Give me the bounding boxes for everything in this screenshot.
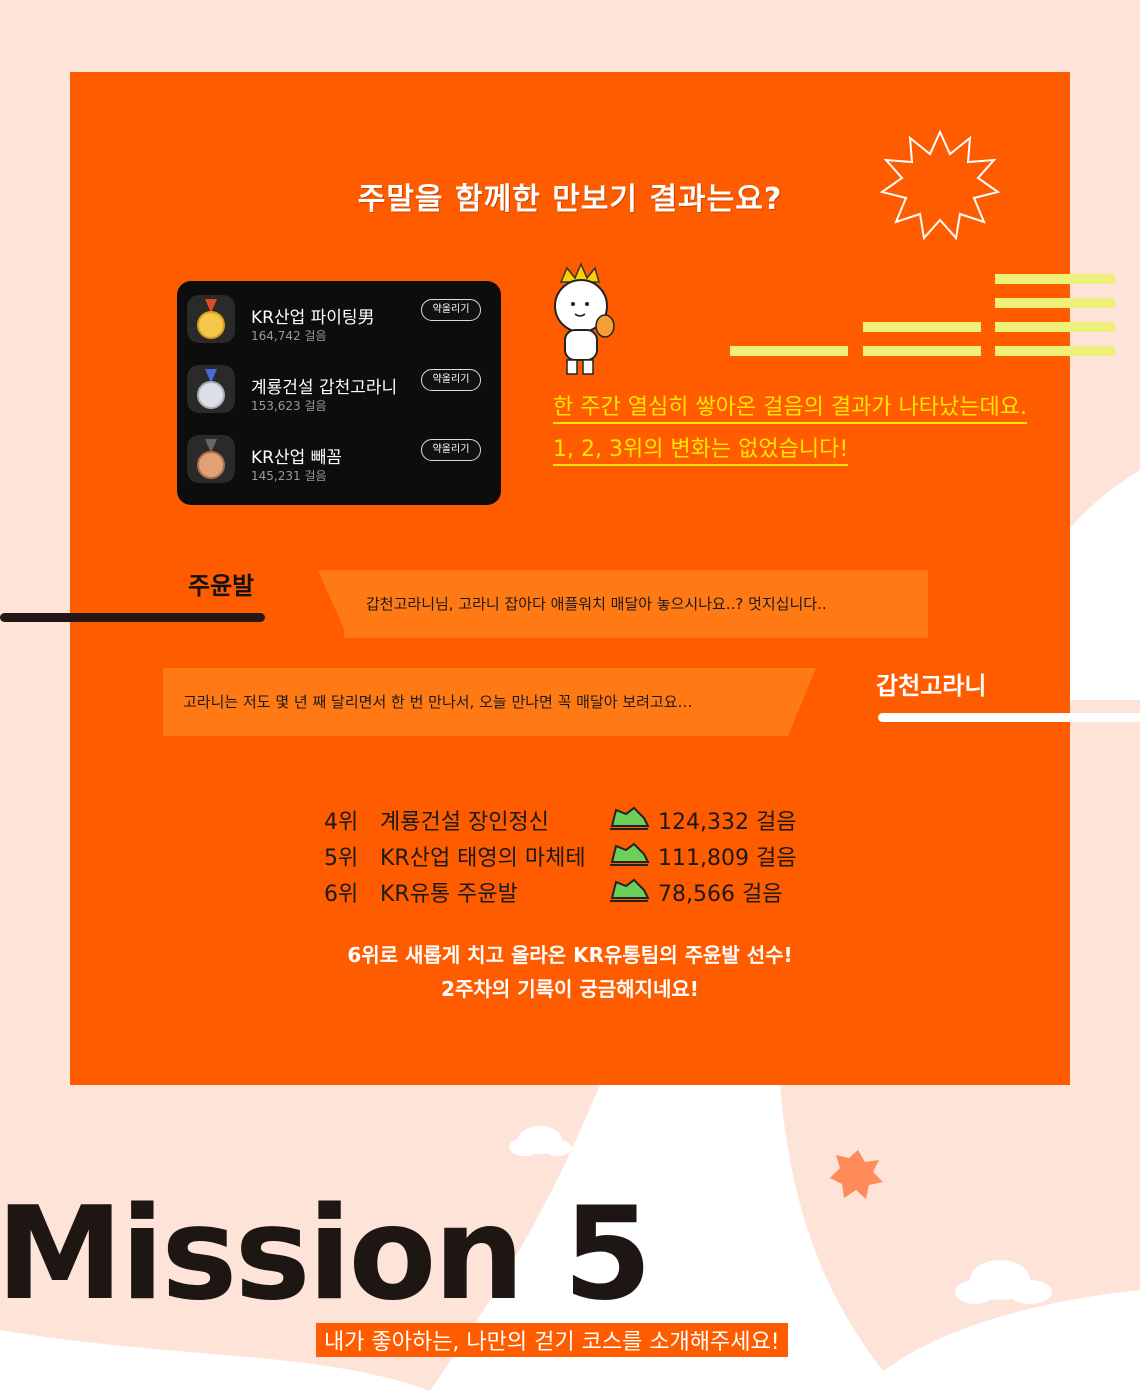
starburst-icon [880,130,1000,241]
chat-bubble: 고라니는 저도 몇 년 째 달리면서 한 번 만나서, 오늘 만나면 꼭 매달아… [163,668,789,736]
list-item: 4위 계룡건설 장인정신 124,332 걸음 [324,804,844,838]
speaker-underline [0,613,265,622]
stripe-decoration [730,274,1115,356]
ranking-row-2: 계룡건설 갑천고라니 153,623 걸음 약올리기 [187,365,491,417]
ranking-row-1: KR산업 파이팅男 164,742 걸음 약올리기 [187,295,491,347]
bubble-tail [788,668,816,736]
star-icon [830,1150,883,1199]
results-panel: 주말을 함께한 만보기 결과는요? KR산업 파이팅男 164,742 걸음 약… [0,72,1140,1085]
sneaker-icon [610,806,650,830]
silver-medal-icon [187,365,235,413]
chat-bubble: 갑천고라니님, 고라니 잡아다 애플워치 매달아 놓으시나요..? 멋지십니다.… [344,570,928,638]
tease-button[interactable]: 약올리기 [421,439,481,461]
tease-button[interactable]: 약올리기 [421,369,481,391]
sneaker-icon [610,842,650,866]
crowned-mascot-icon [554,262,615,375]
bubble-tail [318,570,348,638]
ranking-row-3: KR산업 빼꼼 145,231 걸음 약올리기 [187,435,491,487]
mission-title: Mission 5 [0,1180,652,1329]
top3-ranking-card: KR산업 파이팅男 164,742 걸음 약올리기 계룡건설 갑천고라니 153… [177,281,501,505]
mission-subtitle: 내가 좋아하는, 나만의 걷기 코스를 소개해주세요! [316,1323,788,1357]
speaker-name: 갑천고라니 [876,672,987,700]
list-item: 5위 KR산업 태영의 마체테 111,809 걸음 [324,840,844,874]
gold-medal-icon [187,295,235,343]
closing-text: 6위로 새롭게 치고 올라온 KR유통팀의 주윤발 선수! 2주차의 기록이 궁… [347,943,793,1001]
page-title: 주말을 함께한 만보기 결과는요? [357,182,783,217]
sneaker-icon [610,878,650,902]
speaker-name: 주윤발 [188,572,255,600]
cloud-icon [509,1126,572,1156]
list-item: 6위 KR유통 주윤발 78,566 걸음 [324,876,844,910]
bronze-medal-icon [187,435,235,483]
tease-button[interactable]: 약올리기 [421,299,481,321]
speaker-underline [878,713,1140,722]
summary-text: 한 주간 열심히 쌓아온 걸음의 결과가 나타났는데요. 1, 2, 3위의 변… [553,390,1027,474]
